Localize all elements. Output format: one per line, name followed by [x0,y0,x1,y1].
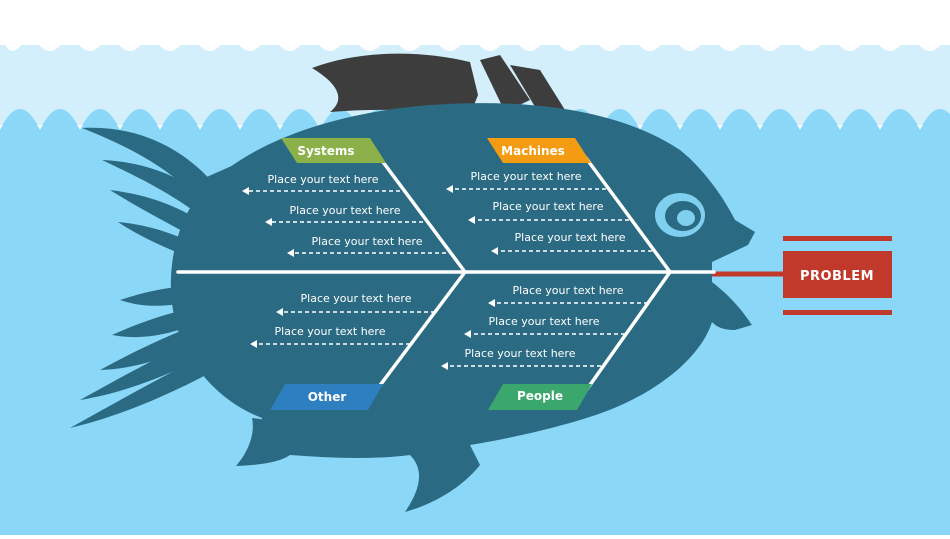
cause-text[interactable]: Place your text here [493,200,604,213]
cause-text[interactable]: Place your text here [489,315,600,328]
rib-people [583,270,672,394]
problem-top-bar [783,236,892,241]
cause-text[interactable]: Place your text here [268,173,379,186]
category-machines-label: Machines [501,144,565,158]
arrow-head [441,362,448,370]
arrow-head [491,247,498,255]
category-systems-label: Systems [297,144,354,158]
arrow-head [464,330,471,338]
category-systems-tag [281,138,386,163]
problem-box [783,251,892,298]
arrow-head [242,187,249,195]
cause-text[interactable]: Place your text here [465,347,576,360]
arrow-head [468,216,475,224]
cause-text[interactable]: Place your text here [312,235,423,248]
category-machines-tag [487,138,591,163]
cause-text[interactable]: Place your text here [290,204,401,217]
machines-causes: Place your text here Place your text her… [446,170,652,255]
other-causes: Place your text here Place your text her… [250,292,435,348]
category-other-tag [270,384,383,410]
people-causes: Place your text here Place your text her… [441,284,648,370]
rib-systems [378,156,467,274]
systems-causes: Place your text here Place your text her… [242,173,446,257]
category-people-tag [488,384,592,410]
arrow-head [265,218,272,226]
arrow-head [488,299,495,307]
category-other[interactable]: Other [270,384,383,410]
cause-text[interactable]: Place your text here [513,284,624,297]
rib-other [373,270,467,394]
rib-machines [584,156,672,274]
fish-eye [655,193,705,237]
cause-text[interactable]: Place your text here [275,325,386,338]
problem-label: PROBLEM [800,269,874,284]
cause-text[interactable]: Place your text here [301,292,412,305]
category-people-label: People [517,389,563,403]
category-systems[interactable]: Systems [281,138,386,163]
arrow-head [250,340,257,348]
category-other-label: Other [308,390,347,404]
category-machines[interactable]: Machines [487,138,591,163]
category-people[interactable]: People [488,384,592,410]
dorsal-fin [312,53,565,115]
arrow-head [287,249,294,257]
cause-text[interactable]: Place your text here [515,231,626,244]
problem-bottom-bar [783,310,892,315]
cause-text[interactable]: Place your text here [471,170,582,183]
arrow-head [276,308,283,316]
arrow-head [446,185,453,193]
